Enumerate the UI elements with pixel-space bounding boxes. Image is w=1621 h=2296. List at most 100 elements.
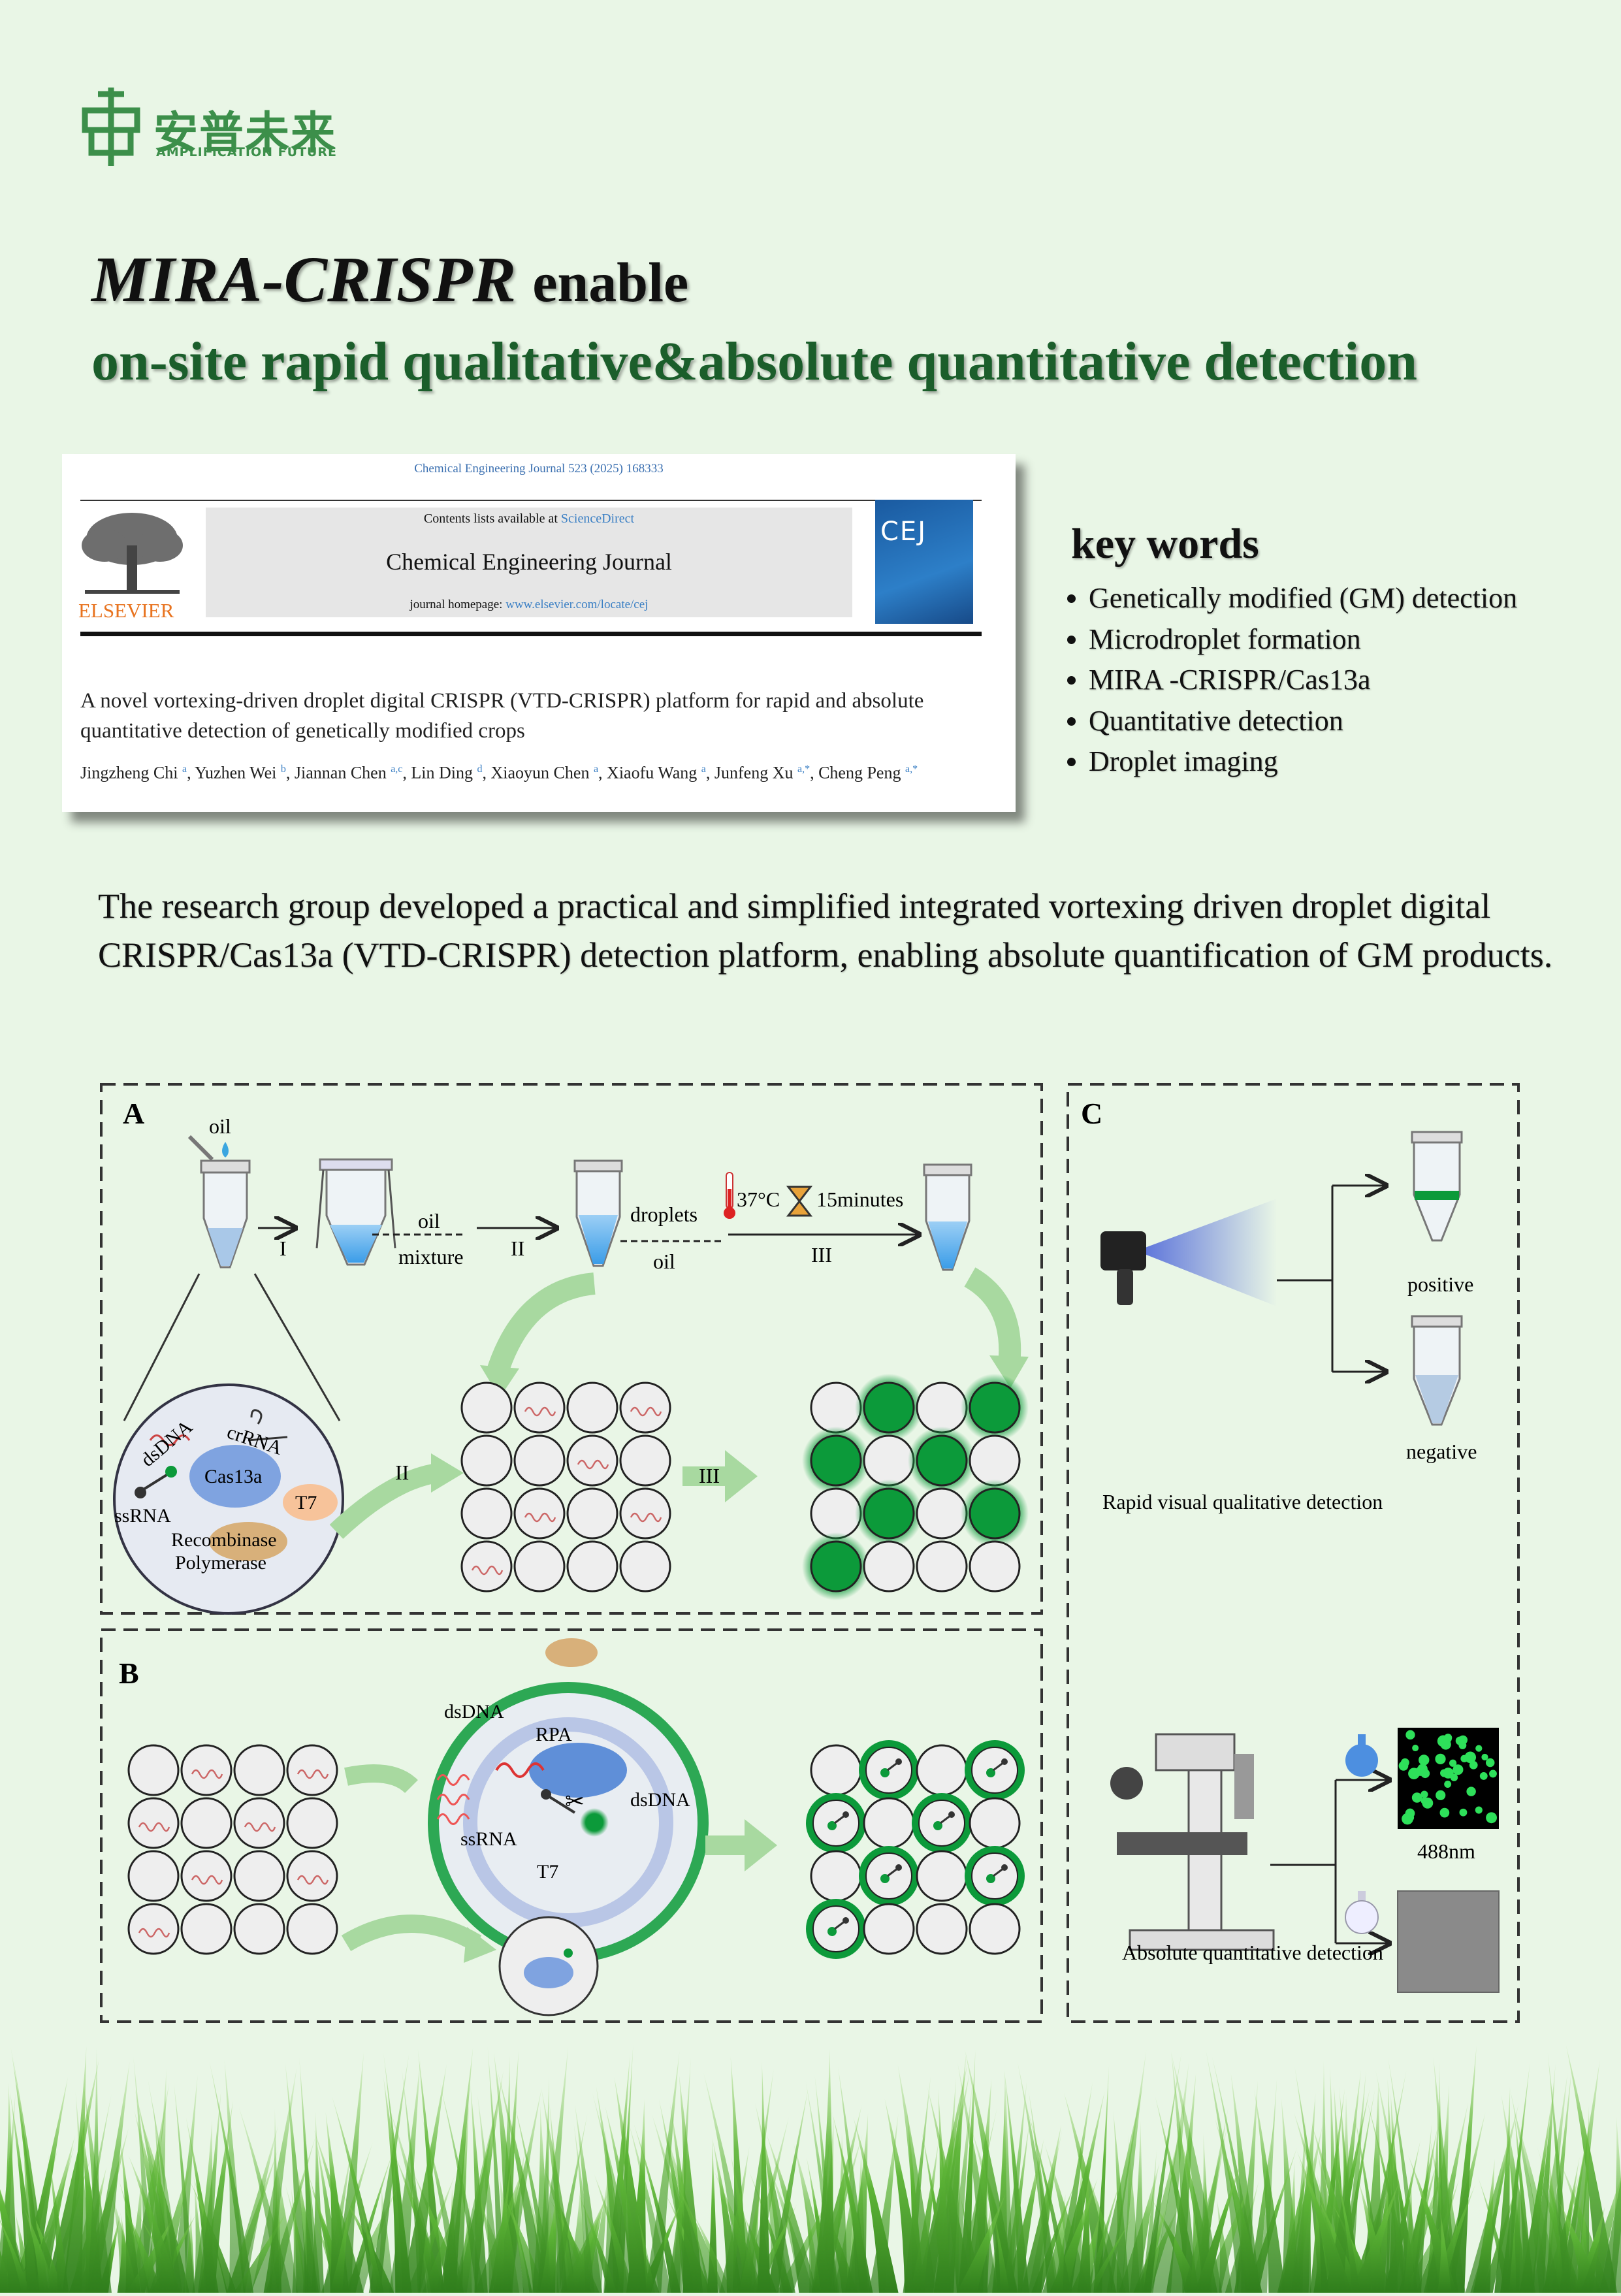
cas13a-protein-icon bbox=[189, 1445, 281, 1508]
author-name: Lin Ding bbox=[411, 763, 477, 783]
elsevier-logo-text: ELSEVIER bbox=[78, 599, 174, 622]
grass-blade bbox=[634, 2122, 681, 2293]
grass-blade bbox=[933, 2053, 967, 2293]
fluorescence-image bbox=[1398, 1728, 1499, 1829]
grass-blade bbox=[10, 2046, 44, 2293]
fluorescent-droplet bbox=[1411, 1792, 1422, 1803]
journal-name: Chemical Engineering Journal bbox=[386, 549, 672, 575]
grass-blade bbox=[1350, 2181, 1400, 2293]
grass-blade bbox=[645, 2050, 680, 2293]
journal-cover: CEJ bbox=[875, 500, 973, 624]
step-iii-label: III bbox=[811, 1243, 832, 1267]
homepage-link[interactable]: www.elsevier.com/locate/cej bbox=[506, 598, 649, 611]
fluorescent-droplet bbox=[1406, 1813, 1415, 1822]
grass-blade bbox=[268, 2109, 280, 2293]
droplet bbox=[460, 1487, 513, 1540]
fluorescent-droplet bbox=[1489, 1770, 1497, 1778]
recombinase-icon bbox=[209, 1522, 287, 1561]
grass-blade bbox=[498, 2172, 520, 2293]
positive-label: positive bbox=[1407, 1272, 1473, 1296]
droplet bbox=[810, 1382, 862, 1434]
logo-chinese-text: 安普未来 bbox=[153, 108, 337, 159]
droplet bbox=[180, 1850, 233, 1902]
grass-blade bbox=[615, 2045, 634, 2293]
curved-arrow-icon bbox=[485, 1272, 596, 1379]
droplet bbox=[969, 1434, 1021, 1487]
droplet bbox=[863, 1797, 915, 1849]
quantitative-caption: Absolute quantitative detection bbox=[1122, 1941, 1383, 1964]
fluorescent-droplet bbox=[1481, 1753, 1488, 1761]
grass-blade bbox=[1547, 2052, 1571, 2293]
keyword-item: Genetically modified (GM) detection bbox=[1089, 578, 1517, 619]
panel-c-label: C bbox=[1081, 1097, 1102, 1130]
description-paragraph: The research group developed a practical… bbox=[98, 886, 1553, 975]
droplet bbox=[566, 1382, 618, 1434]
droplet-grid-after bbox=[806, 1740, 1025, 1959]
droplet-grid-before bbox=[460, 1382, 671, 1593]
cas13a-icon bbox=[529, 1743, 627, 1798]
logo-english-text: AMPLIFICATION FUTURE bbox=[156, 145, 338, 159]
grass-blade bbox=[1385, 2078, 1398, 2293]
grass-blade bbox=[120, 2137, 140, 2293]
grass-blade bbox=[628, 2122, 672, 2293]
droplet bbox=[233, 1797, 285, 1849]
panel-c: C positive negative Rapid visual qualita… bbox=[1081, 1097, 1500, 1993]
author-name: Yuzhen Wei bbox=[195, 763, 281, 783]
droplet bbox=[863, 1540, 915, 1593]
grass-blade bbox=[719, 2145, 750, 2293]
fluorescent-droplet bbox=[1479, 1771, 1488, 1780]
grass-blade bbox=[1230, 2073, 1260, 2293]
grass-blade bbox=[1494, 2086, 1511, 2293]
grass-blade bbox=[1044, 2144, 1089, 2293]
droplet bbox=[566, 1540, 618, 1593]
grass-blade bbox=[1166, 2072, 1196, 2293]
author-affiliation: d bbox=[477, 764, 483, 775]
grass-blade bbox=[1375, 2071, 1419, 2293]
rpa-icon bbox=[545, 1638, 598, 1667]
droplet bbox=[513, 1487, 566, 1540]
oil-mixture-label-mixture: mixture bbox=[398, 1245, 464, 1269]
grass-blade bbox=[489, 2160, 512, 2293]
droplet bbox=[233, 1744, 285, 1796]
droplet bbox=[619, 1540, 671, 1593]
panel-b-frame bbox=[100, 1628, 1043, 2023]
t7-label: T7 bbox=[537, 1861, 558, 1883]
poster-title-line2: on-site rapid qualitative&absolute quant… bbox=[91, 331, 1417, 392]
panel-a-frame bbox=[100, 1083, 1043, 1615]
grass-blade bbox=[1358, 2180, 1390, 2293]
droplet bbox=[180, 1744, 233, 1796]
grass-blade bbox=[440, 2046, 473, 2293]
fluorescent-droplet bbox=[1455, 1736, 1464, 1745]
ssrna-label: ssRNA bbox=[114, 1505, 171, 1527]
droplet bbox=[460, 1540, 513, 1593]
droplet bbox=[855, 1479, 923, 1547]
droplet bbox=[286, 1797, 338, 1849]
panel-a: A oil I oil mixture II droplets bbox=[113, 1097, 1029, 1615]
grass-blade bbox=[24, 2207, 57, 2293]
grass-blade bbox=[368, 2052, 409, 2293]
grass-blade bbox=[170, 2074, 198, 2293]
grass-blade bbox=[1205, 2049, 1249, 2293]
grass-blade bbox=[814, 2048, 835, 2293]
oil-drop-icon bbox=[222, 1142, 229, 1157]
tube-icon bbox=[187, 1135, 251, 1269]
grass-blade bbox=[193, 2178, 206, 2293]
author-name: Xiaoyun Chen bbox=[490, 763, 594, 783]
grass-blade bbox=[470, 2084, 488, 2293]
journal-banner: Contents lists available at ScienceDirec… bbox=[206, 508, 852, 617]
journal-cover-text: CEJ bbox=[880, 517, 927, 547]
grass-blade bbox=[539, 2197, 559, 2293]
uv-flashlight-icon bbox=[1100, 1199, 1277, 1306]
grass-blade bbox=[1411, 2122, 1432, 2293]
panel-b: B ✂ RPA dsDNA ssRNA dsDNA T7 bbox=[119, 1638, 1025, 2016]
logo: 安普未来 AMPLIFICATION FUTURE bbox=[75, 77, 349, 175]
droplet bbox=[961, 1374, 1029, 1442]
grass-blade bbox=[577, 2192, 617, 2293]
sciencedirect-link[interactable]: ScienceDirect bbox=[560, 511, 635, 526]
grass-blade bbox=[833, 2116, 873, 2293]
grass-blade bbox=[330, 2203, 350, 2293]
droplet bbox=[863, 1903, 915, 1955]
grass-blade bbox=[0, 2219, 31, 2293]
fluorescent-droplet bbox=[1417, 1764, 1428, 1774]
vortex-tube-icon bbox=[315, 1158, 396, 1266]
